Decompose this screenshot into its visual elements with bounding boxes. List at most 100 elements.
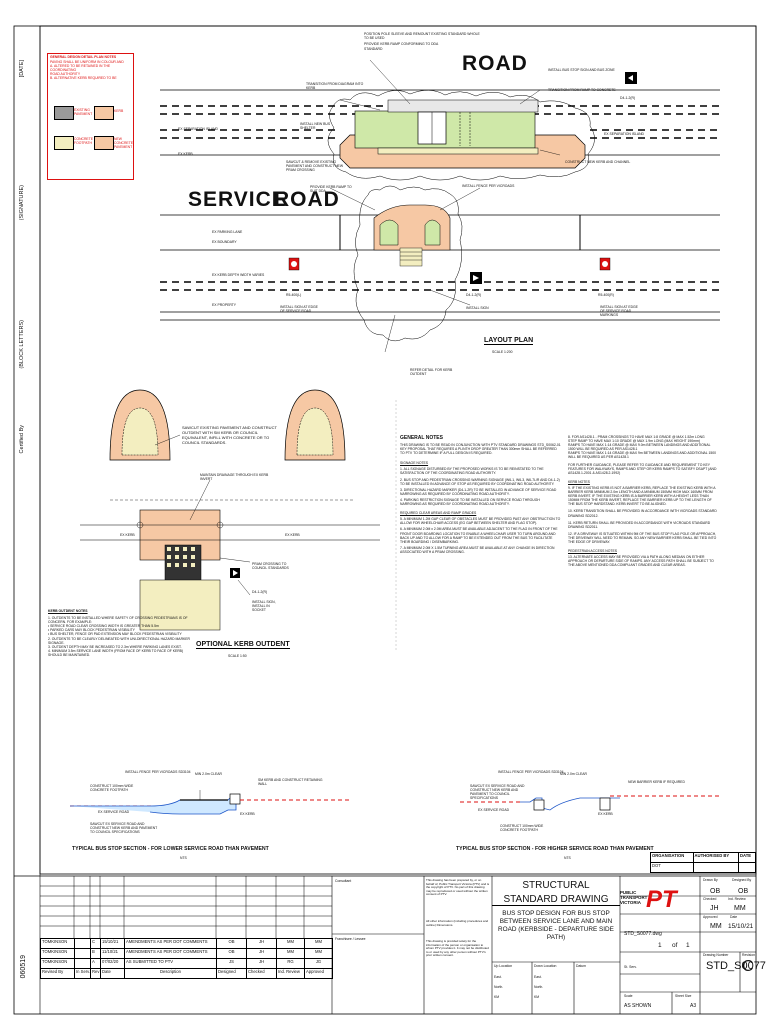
- drawn-by-value: OB: [710, 888, 721, 895]
- section-label: MIN 2.0m CLEAR: [560, 772, 587, 776]
- outdent-note: • SERVICE ROAD CLEAR CROSSING WIDTH IS G…: [48, 624, 159, 629]
- down-location-label: Down Location: [534, 964, 557, 968]
- outdent-notes-title: KERB OUTDENT NOTES: [48, 609, 88, 613]
- org-header: DATE: [737, 852, 757, 863]
- kerb-note: 10. KERB TRANSITION SHALL BE PROVIDED IN…: [568, 509, 717, 518]
- plan-callout: EX SEPARATION ISLAND: [604, 132, 645, 136]
- plan-callout: INSTALL NEW BUS SHELTER: [300, 122, 331, 131]
- plan-callout: INSTALL FENCE PER VICROADS: [462, 184, 515, 188]
- section-label: INSTALL FENCE PER VICROADS SD3104: [498, 770, 564, 774]
- sheet-no: 1: [658, 942, 662, 949]
- grade-note: RAMPS TO HAVE MAX 1:14 GRADE @ MAX 9m BE…: [568, 451, 717, 460]
- sign-arrow-code: D4-1-2(R): [466, 293, 482, 297]
- outdent-callout: EX KERB: [285, 533, 300, 537]
- checked-value: JH: [710, 905, 719, 912]
- disclaimer: This drawing has been prepared by, or on…: [426, 878, 490, 897]
- section-label: EX KERB: [598, 812, 613, 816]
- datum-label: Datum: [576, 964, 586, 968]
- service-title: SERVICE: [188, 188, 287, 211]
- general-notes-intro: THIS DRAWING IS TO BE READ IN CONJUNCTIO…: [400, 443, 561, 456]
- up-location-label: Up Location: [494, 964, 513, 968]
- drawing-description: BUS STOP DESIGN FOR BUS STOP BETWEEN SER…: [498, 910, 614, 941]
- north-label: North.: [534, 985, 544, 989]
- drawing-number-label: Drawing Number: [703, 953, 729, 957]
- sheet-size-value: A3: [690, 1003, 697, 1009]
- section-label: CONSTRUCT 100mm WIDE CONCRETE FOOTPATH: [90, 784, 134, 793]
- outdent-note: 1. OUTDENTS TO BE INSTALLED WHERE SAFETY…: [48, 616, 188, 625]
- organisation-table: ORGANISATION AUTHORISED BY DATE DOT: [650, 852, 757, 873]
- legend-line: A. ALTERED TO BE RETAINED IN THE COORDIN…: [50, 64, 111, 73]
- date-value: 15/10/21: [728, 923, 754, 930]
- plan-callout: INSTALL BUS STOP SIGN AND BUS ZONE: [548, 68, 615, 72]
- east-label: East.: [494, 975, 502, 979]
- legend-swatch: [94, 106, 114, 120]
- layout-plan-drawing: [160, 59, 720, 353]
- org-header: ORGANISATION: [650, 852, 694, 863]
- consultant-label: Consultant: [335, 879, 352, 883]
- ptv-logo: PUBLIC TRANSPORT VICTORIA PT: [618, 884, 698, 918]
- plan-callout: REFER DETAIL FOR KERB OUTDENT: [410, 368, 453, 377]
- outdent-note: • BUS SHELTER, FENCE OR PAD EXTENSION MA…: [48, 632, 182, 637]
- clear-note: 7. A MINIMUM 2.0M X 1.5M TURNING AREA MU…: [400, 545, 555, 554]
- signage-note: 1. ALL SIGNAGE DISTURBED BY THE PROPOSED…: [400, 467, 544, 476]
- section-label: SAWCUT EX SERVICE ROAD AND CONSTRUCT NEW…: [90, 822, 158, 835]
- plan-left-label: EX PARKING LANE: [212, 230, 243, 234]
- kerb-notes-title: KERB NOTES: [568, 479, 590, 484]
- section-label: EX SERVICE ROAD: [478, 808, 510, 812]
- legend-box: GENERAL DESIGN DETAIL PLAN NOTES PAVING …: [47, 53, 134, 180]
- plan-callout: SAWCUT & REMOVE EXISTING PAVEMENT AND CO…: [286, 160, 344, 173]
- section-label: CONSTRUCT 100mm WIDE CONCRETE FOOTPATH: [500, 824, 544, 833]
- sheet-total: 1: [686, 942, 690, 949]
- grade-note: RAMPS TO HAVE MAX 1:14 GRADE @ MAX 9.0m …: [568, 443, 711, 452]
- kerb-note: 12. IF A DRIVEWAY IS SITUATED WITHIN 9M …: [568, 531, 717, 544]
- outdent-callout: D4-1-2(R): [252, 590, 268, 594]
- legend-swatch: [94, 136, 114, 150]
- section-title: TYPICAL BUS STOP SECTION - FOR HIGHER SE…: [456, 846, 654, 852]
- outdent-note: 3. OUTDENT DEPTH MAY BE INCREASED TO 2.3…: [48, 644, 182, 649]
- legend-label: KERB: [114, 109, 124, 113]
- outdent-scale: SCALE 1:50: [228, 654, 247, 658]
- plan-callout: INSTALL SIGN AT EDGE OF SERVICE ROAD MAR…: [600, 305, 638, 318]
- title-block-grid: [331, 876, 756, 1014]
- signage-note: 3. DIRECTIONAL HAZARD MARKER (D4-1-2R) T…: [400, 487, 557, 496]
- grade-note: 8. FOR AS1428.1 - PRAM CROSSINGS TO HAVE…: [568, 435, 705, 439]
- outdent-note: • PARKED CARS MAY BLOCK PEDESTRIAN VISIB…: [48, 628, 135, 633]
- st-serv-label: St. Serv.: [624, 965, 637, 969]
- kerb-note: 9. IF THE EXISTING KERB IS NOT A BARRIER…: [568, 485, 716, 507]
- signage-note: 2. BUS STOP AND PEDESTRIAN CROSSING WARN…: [400, 477, 560, 486]
- disclaimer: This drawing is provided solely for the …: [426, 939, 489, 958]
- org-cell: [737, 862, 757, 873]
- outdent-title: OPTIONAL KERB OUTDENT: [196, 641, 290, 649]
- section-label: MIN 2.0m CLEAR: [195, 772, 222, 776]
- drawing-heading: STANDARD DRAWING: [492, 894, 620, 906]
- sign-code: R5-400(L): [286, 293, 302, 297]
- org-cell: [692, 862, 739, 873]
- sheet-of: of: [672, 942, 678, 949]
- revision-grid-empty: [40, 876, 332, 938]
- outdent-note: 2. OUTDENTS TO BE CLEARLY DELINEATED WIT…: [48, 636, 190, 645]
- section-label: SAWCUT EX SERVICE ROAD AND CONSTRUCT NEW…: [470, 784, 525, 801]
- clear-note: 6. A MINIMUM 2.0M x 2.0M AREA MUST BE AV…: [400, 527, 558, 544]
- legend-label: CONCRETE FOOTPATH: [74, 137, 94, 146]
- outdent-note: 4. MINIMUM 3.5m SERVICE LANE WIDTH (FROM…: [48, 648, 184, 657]
- section-label: EX SERVICE ROAD: [98, 810, 130, 814]
- general-notes-right: 8. FOR AS1428.1 - PRAM CROSSINGS TO HAVE…: [568, 435, 718, 567]
- outdent-callout: EX KERB: [120, 533, 135, 537]
- outdent-callout: MAINTAIN DRAINAGE THROUGH EX KERB INVERT: [200, 473, 269, 482]
- revision-label: Revision: [742, 953, 756, 957]
- drawing-number: STD_S0077: [706, 960, 766, 972]
- signage-title: SIGNAGE NOTES: [400, 461, 429, 466]
- file-name: STD_S0077.dwg: [624, 931, 662, 937]
- clear-note: 5. A MINIMUM 1.2M GAP CLEAR OF OBSTACLES…: [400, 517, 561, 526]
- sign-code: R5-400(R): [598, 293, 614, 297]
- drawing-heading: STRUCTURAL: [522, 880, 590, 891]
- revision-value: C: [742, 958, 754, 975]
- kerb-outdent-drawing: [80, 389, 380, 631]
- legend-swatch: [54, 106, 74, 120]
- section-title: TYPICAL BUS STOP SECTION - FOR LOWER SER…: [72, 846, 269, 852]
- outdent-notes: KERB OUTDENT NOTES 1. OUTDENTS TO BE INS…: [48, 609, 198, 657]
- designed-by-label: Designed By: [732, 878, 752, 882]
